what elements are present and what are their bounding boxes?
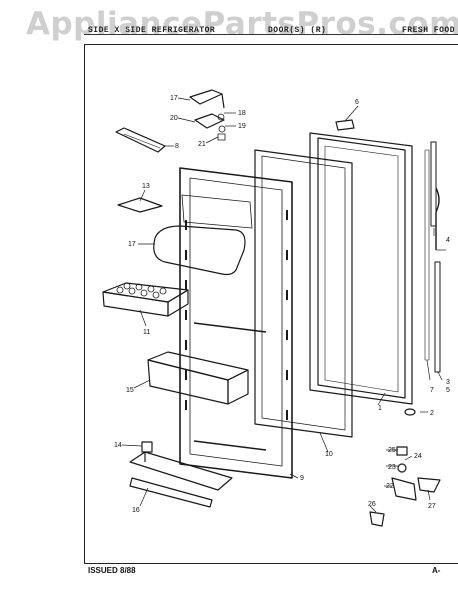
callout-2: 2 bbox=[430, 410, 434, 417]
side-trim-strips bbox=[424, 141, 441, 373]
callout-3: 3 bbox=[446, 379, 450, 386]
callout-25: 25 bbox=[388, 447, 396, 454]
callout-numbers: 17 18 20 19 21 6 8 13 17 11 15 14 16 9 10 1 2 25 24 23 22 27 2… bbox=[114, 95, 450, 514]
top-hinge bbox=[189, 89, 226, 141]
header-section: DOOR(S) (R) bbox=[268, 26, 327, 35]
clip-13 bbox=[117, 197, 163, 213]
callout-17: 17 bbox=[170, 95, 178, 102]
callout-11: 11 bbox=[143, 329, 150, 336]
door-shelf-bin bbox=[147, 351, 249, 405]
header-title: FRESH FOOD D bbox=[402, 26, 458, 35]
callout-4: 4 bbox=[446, 237, 450, 244]
egg-tray bbox=[102, 282, 189, 317]
callout-16: 16 bbox=[132, 507, 140, 514]
callout-27: 27 bbox=[428, 503, 436, 510]
callout-15: 15 bbox=[126, 387, 134, 394]
callout-21: 21 bbox=[198, 141, 206, 148]
callout-20: 20 bbox=[170, 115, 178, 122]
bottom-hinge-hardware bbox=[369, 408, 441, 527]
callout-24: 24 bbox=[414, 453, 422, 460]
callout-23: 23 bbox=[388, 464, 396, 471]
header-rule bbox=[84, 34, 458, 35]
bottom-bin-rail bbox=[129, 451, 233, 508]
callout-9: 9 bbox=[300, 475, 304, 482]
callout-5: 5 bbox=[446, 387, 450, 394]
callout-1: 1 bbox=[378, 405, 382, 412]
header-model: SIDE X SIDE REFRIGERATOR bbox=[88, 26, 216, 35]
inner-door-liner bbox=[179, 167, 293, 479]
issued-date: ISSUED 8/88 bbox=[88, 566, 136, 575]
label-plate-6 bbox=[335, 119, 355, 131]
callout-22: 22 bbox=[386, 483, 394, 490]
callout-17: 17 bbox=[128, 241, 136, 248]
callout-8: 8 bbox=[175, 143, 179, 150]
bracket-14 bbox=[141, 441, 153, 453]
callout-7: 7 bbox=[430, 387, 434, 394]
callout-18: 18 bbox=[238, 110, 246, 117]
door-gasket bbox=[254, 149, 353, 438]
callout-10: 10 bbox=[325, 451, 333, 458]
callout-13: 13 bbox=[142, 183, 150, 190]
page-number: A- bbox=[432, 566, 441, 575]
callout-26: 26 bbox=[368, 501, 376, 508]
handle-trim-8 bbox=[115, 127, 166, 153]
callout-19: 19 bbox=[238, 123, 246, 130]
diagram-frame bbox=[84, 44, 458, 564]
dairy-door-cover bbox=[153, 194, 253, 276]
outer-door-panel bbox=[309, 132, 413, 405]
callout-6: 6 bbox=[355, 99, 359, 106]
callout-14: 14 bbox=[114, 442, 122, 449]
